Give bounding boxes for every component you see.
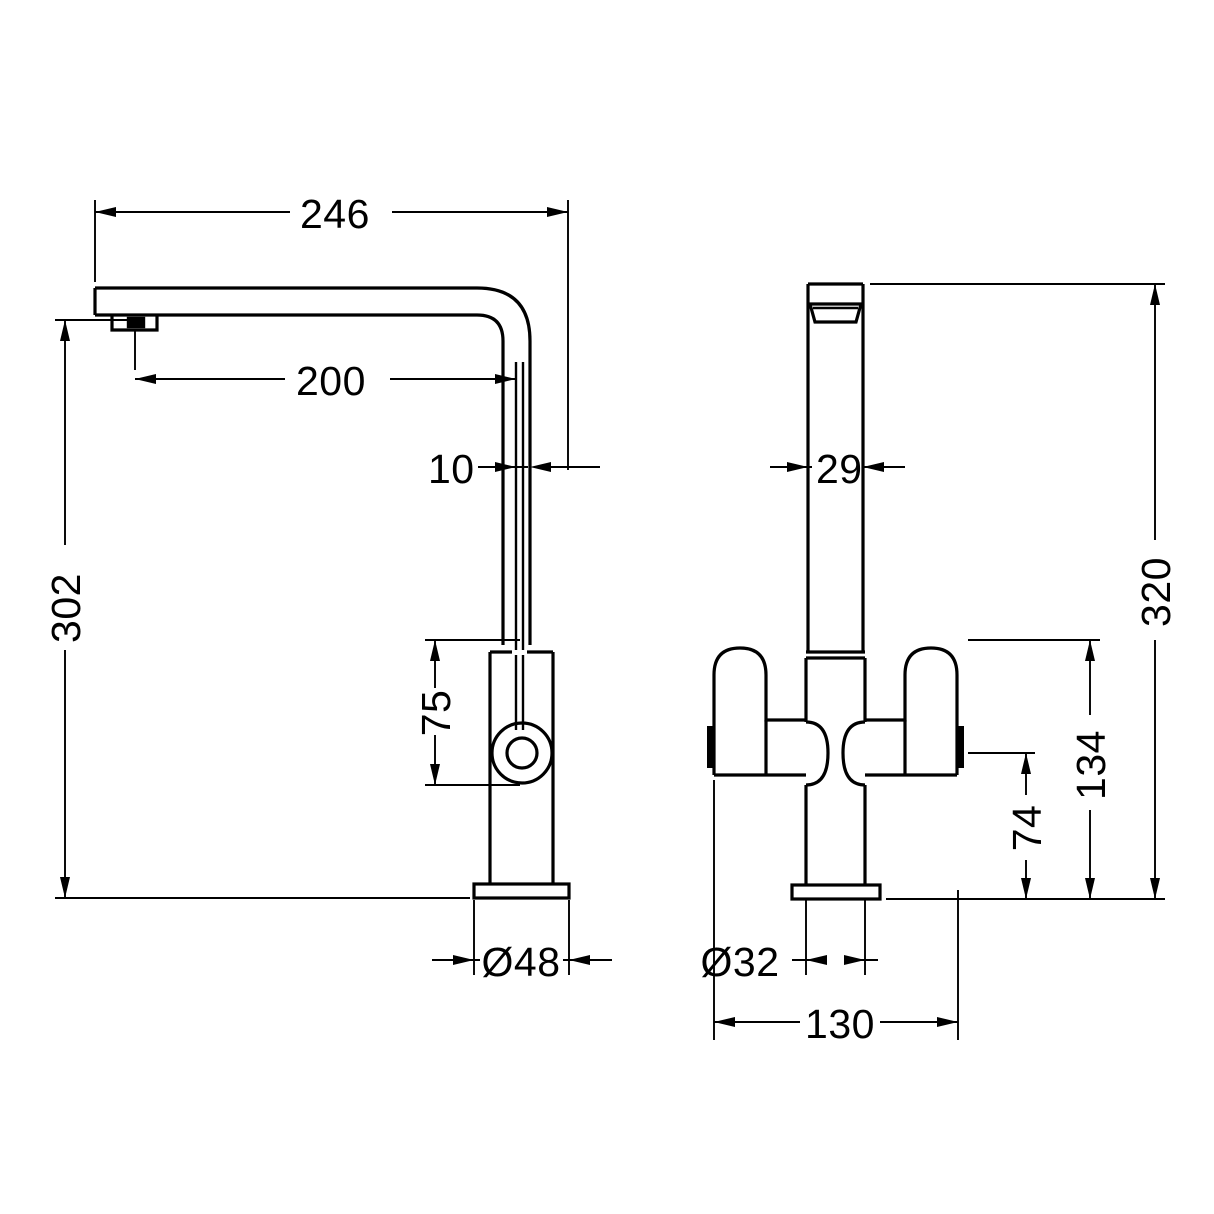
handle-ring-inner (505, 736, 539, 770)
arrow-130-left (714, 1017, 735, 1027)
spout-inner-profile (95, 313, 505, 645)
side-elevation-view: 246 200 10 302 75 Ø48 (43, 191, 612, 985)
body-waist-right (841, 720, 866, 787)
dim-label-10: 10 (428, 446, 475, 492)
arrow-10-right (530, 462, 551, 472)
dim-label-320: 320 (1133, 557, 1179, 627)
arrow-74-bottom (1021, 878, 1031, 899)
arrow-246-left (95, 207, 116, 217)
arrow-200-right (495, 374, 516, 384)
handle-ring-outer (490, 721, 554, 785)
arrow-32-right (844, 955, 865, 965)
handle-left-endcap (707, 726, 715, 768)
body-waist-left (805, 720, 830, 787)
spout-outer-profile (95, 286, 532, 645)
front-elevation-view: 29 320 134 74 Ø32 130 (701, 282, 1179, 1047)
arrow-10-left (495, 462, 516, 472)
arrow-246-right (547, 207, 568, 217)
aerator-screen-outline (126, 316, 146, 329)
arrow-320-bottom (1150, 878, 1160, 899)
dim-label-75: 75 (413, 690, 459, 737)
aerator-outlet-front (807, 302, 864, 324)
arrow-75-top (430, 640, 440, 661)
arrow-48-left (453, 955, 474, 965)
arrow-75-bottom (430, 764, 440, 785)
handle-right-endcap (956, 726, 964, 768)
arrow-320-top (1150, 284, 1160, 305)
arrow-74-top (1021, 753, 1031, 774)
dim-label-302: 302 (43, 573, 89, 643)
dim-label-74: 74 (1004, 805, 1050, 852)
base-plate-front (790, 883, 882, 901)
arrow-130-right (937, 1017, 958, 1027)
dim-label-130: 130 (805, 1001, 875, 1047)
dim-label-29: 29 (816, 446, 863, 492)
arrow-302-top (60, 320, 70, 341)
base-plate-side (472, 882, 571, 900)
dim-label-246: 246 (300, 191, 370, 237)
dim-label-134: 134 (1068, 730, 1114, 800)
dim-label-48: Ø48 (482, 939, 561, 985)
arrow-134-top (1085, 640, 1095, 661)
handle-left-body (712, 646, 806, 775)
arrow-302-bottom (60, 877, 70, 898)
arrow-134-bottom (1085, 878, 1095, 899)
handle-right-body (865, 646, 959, 775)
arrow-200-left (135, 374, 156, 384)
arrow-48-right (569, 955, 590, 965)
arrow-29-left (787, 462, 808, 472)
dim-label-32: Ø32 (701, 939, 780, 985)
arrow-32-left (806, 955, 827, 965)
dim-label-200: 200 (296, 358, 366, 404)
arrow-29-right (863, 462, 884, 472)
aerator-screen (128, 318, 144, 327)
